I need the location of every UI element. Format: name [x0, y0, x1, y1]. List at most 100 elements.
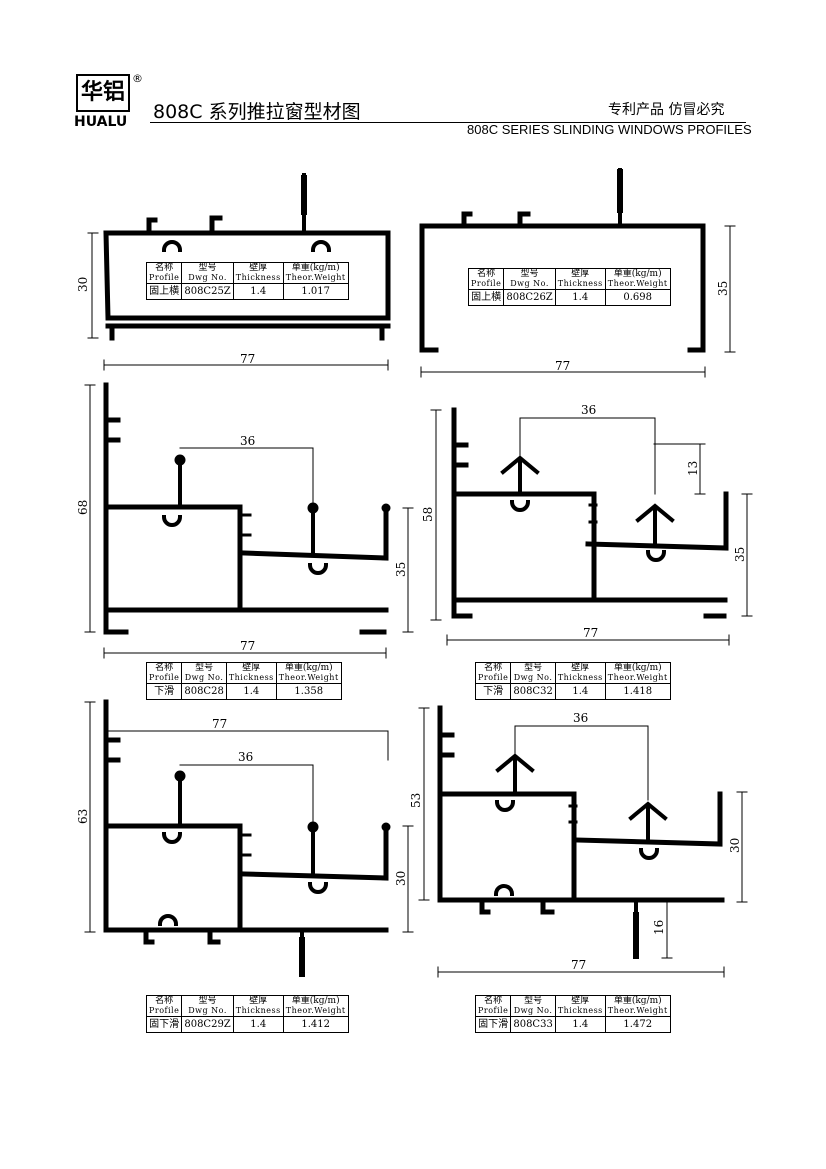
table-cell: 单重(kg/m)Theor.Weight	[604, 662, 671, 684]
dim-808C29Z-height: 63	[76, 809, 90, 824]
dim-808C32-height: 58	[421, 507, 435, 522]
profile-808C26Z-dims	[420, 225, 736, 378]
dim-808C29Z-inner: 30	[394, 871, 408, 886]
table-header-label: 壁厚	[242, 663, 261, 673]
weight: 1.472	[604, 1016, 671, 1033]
profile-name: 下滑	[145, 683, 183, 700]
table-header-label: Theor.Weight	[285, 273, 346, 282]
patent-notice: 专利产品 仿冒必究	[608, 102, 725, 118]
thickness: 1.4	[554, 1016, 606, 1033]
profile-808C26Z-drawing	[419, 168, 706, 353]
thickness: 1.4	[554, 683, 606, 700]
weight: 0.698	[604, 289, 671, 306]
table-header-label: 名称	[477, 269, 496, 279]
dim-808C29Z-width: 77	[212, 717, 227, 731]
dwg-no: 808C28	[181, 683, 227, 700]
profile-name: 固下滑	[145, 1016, 183, 1033]
table-header-label: Thickness	[557, 1006, 603, 1015]
table-header-label: 名称	[155, 663, 174, 673]
profile-808C28-drawing	[103, 382, 389, 635]
dwg-no: 808C29Z	[181, 1016, 234, 1033]
profile-808C33-drawing	[437, 705, 725, 959]
dwg-no: 808C32	[510, 683, 556, 700]
table-header-label: Thickness	[235, 273, 281, 282]
profile-808C29Z-drawing	[103, 699, 389, 978]
dim-808C32-width: 77	[583, 626, 598, 640]
dim-808C33-track: 36	[573, 711, 588, 725]
table-header-label: 单重(kg/m)	[613, 996, 662, 1006]
logo-name: HUALU	[74, 114, 128, 130]
table-header-label: 单重(kg/m)	[291, 263, 340, 273]
dim-808C32-track: 36	[581, 403, 596, 417]
table-header-label: 型号	[198, 263, 217, 273]
table-header-label: 名称	[484, 996, 503, 1006]
table-header-label: 型号	[195, 663, 214, 673]
table-header-label: Thickness	[235, 1006, 281, 1015]
table-header-label: Profile	[149, 673, 180, 682]
table-header-label: 单重(kg/m)	[291, 996, 340, 1006]
thickness: 1.4	[232, 1016, 284, 1033]
dim-808C28-inner: 35	[394, 562, 408, 577]
table-header-label: 壁厚	[249, 263, 268, 273]
table-header-label: 型号	[524, 663, 543, 673]
weight: 1.412	[282, 1016, 349, 1033]
table-header-label: 名称	[155, 263, 174, 273]
profile-808C29Z-dims	[84, 701, 414, 933]
dim-808C26Z-height: 35	[716, 281, 730, 296]
logo-mark: 华铝	[76, 74, 130, 112]
dwg-no: 808C25Z	[181, 283, 234, 300]
table-header-label: Dwg No.	[513, 1006, 553, 1015]
table-header-label: Thickness	[557, 279, 603, 288]
table-header-label: 单重(kg/m)	[284, 663, 333, 673]
table-header-label: Dwg No.	[188, 1006, 227, 1015]
weight: 1.418	[604, 683, 671, 700]
page-title-cn: 808C 系列推拉窗型材图	[153, 101, 361, 123]
profile-name: 固上横	[145, 283, 183, 300]
profile-808C25Z-dims	[87, 232, 389, 371]
thickness: 1.4	[554, 289, 606, 306]
table-header-label: Theor.Weight	[285, 1006, 346, 1015]
page-header: 华铝 ® HUALU 808C 系列推拉窗型材图 专利产品 仿冒必究 808C …	[0, 0, 826, 140]
dim-808C33-inner: 30	[728, 838, 742, 853]
header-rule	[150, 122, 746, 123]
profile-808C32-dims	[430, 409, 753, 646]
table-header-label: Profile	[149, 1006, 180, 1015]
dim-808C29Z-track: 36	[238, 750, 253, 764]
dim-808C28-width: 77	[240, 639, 255, 653]
dim-808C28-track: 36	[240, 434, 255, 448]
profile-808C25Z-drawing	[103, 173, 391, 341]
dim-808C26Z-width: 77	[555, 359, 570, 373]
table-header-label: 型号	[198, 996, 217, 1006]
dim-808C25Z-width: 77	[240, 352, 255, 366]
table-cell: 单重(kg/m)Theor.Weight	[275, 662, 342, 684]
table-header-label: 名称	[484, 663, 503, 673]
thickness: 1.4	[225, 683, 277, 700]
dim-808C32-inner: 35	[733, 547, 747, 562]
profile-808C32-drawing	[451, 407, 729, 619]
table-header-label: 单重(kg/m)	[613, 663, 662, 673]
page-title-en: 808C SERIES SLINDING WINDOWS PROFILES	[467, 122, 752, 137]
dim-808C33-foot: 16	[652, 920, 666, 935]
table-header-label: Dwg No.	[184, 673, 224, 682]
table-cell: 单重(kg/m)Theor.Weight	[604, 268, 671, 290]
dim-808C33-width: 77	[571, 958, 586, 972]
table-header-label: Profile	[478, 673, 509, 682]
weight: 1.358	[275, 683, 342, 700]
profile-808C28-dims	[84, 384, 414, 659]
profile-808C33-dims	[418, 707, 748, 978]
